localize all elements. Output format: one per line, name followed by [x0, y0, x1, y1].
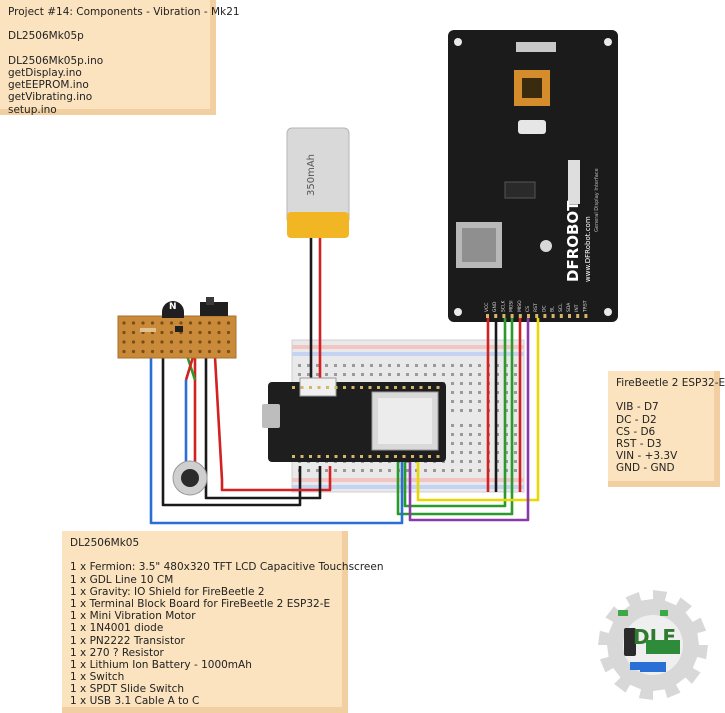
note-line: 1 x Lithium Ion Battery - 1000mAh [70, 658, 252, 671]
battery-capacity-label: 350mAh [306, 154, 317, 196]
stripboard [117, 315, 237, 359]
display-pin-label: SDA [566, 302, 572, 312]
display-pin-label: BL [550, 306, 556, 312]
motor-ground-wire [161, 346, 302, 507]
note-line: GND - GND [616, 462, 675, 475]
note-line: getEEPROM.ino [8, 79, 89, 92]
note-line: 1 x Switch [70, 671, 125, 684]
display-green-wire-1 [403, 318, 507, 508]
note-line: getDisplay.ino [8, 66, 82, 79]
vibration-motor [172, 460, 208, 496]
note-line: 1 x 270 ? Resistor [70, 646, 164, 659]
transistor: N [162, 301, 184, 318]
switch-wire-black [204, 322, 322, 500]
note-line: 1 x SPDT Slide Switch [70, 683, 185, 696]
switch-wire-red [211, 321, 332, 492]
display-pin-label: SCLK [500, 299, 506, 312]
display-brand-label: DFROBOT [564, 200, 582, 282]
display-pin-label: VCC [484, 303, 490, 312]
display-interface-label: General Display Interface [594, 168, 600, 232]
display-pin-label: RST [533, 303, 539, 312]
vibration-signal-wire [149, 346, 404, 525]
display-green-wire-2 [396, 318, 514, 516]
note-line: 1 x PN2222 Transistor [70, 634, 185, 647]
note-line: CS - D6 [616, 425, 656, 438]
note-line: 1 x GDL Line 10 CM [70, 573, 174, 586]
note-line: DL2506Mk05 [70, 537, 140, 549]
display-pin-label: TRST [582, 300, 588, 313]
note-line: DC - D2 [616, 413, 657, 426]
note-line: VIB - D7 [616, 401, 659, 414]
note-line: RST - D3 [616, 437, 662, 450]
display-pin-label: SCL [558, 303, 564, 312]
display-yellow-wire [416, 318, 540, 502]
tft-display-module: DFROBOT www.DFRobot.com General Display … [448, 30, 618, 322]
note-line: 1 x USB 3.1 Cable A to C [70, 695, 200, 708]
note-line: 1 x Terminal Block Board for FireBeetle … [70, 597, 331, 610]
dle-logo: DLE [598, 590, 708, 700]
display-purple-wire [408, 318, 530, 522]
note-line: DL2506Mk05p [8, 30, 84, 43]
display-pin-label: INT [574, 304, 580, 312]
lithium-battery: 350mAh [286, 127, 350, 238]
note-line: getVibrating.ino [8, 91, 93, 104]
note-line: 1 x 1N4001 diode [70, 622, 164, 635]
display-pin-label: GND [492, 301, 498, 312]
wires [149, 238, 540, 525]
note-line: setup.ino [8, 103, 57, 116]
display-pin-label: MISO [517, 300, 523, 312]
display-url-label: www.DFRobot.com [584, 216, 592, 282]
display-pin-label: DC [541, 305, 547, 312]
display-pin-label: MOSI [509, 300, 515, 312]
transistor-label: N [169, 302, 177, 312]
slide-switch[interactable] [200, 297, 228, 316]
firebeetle-esp32-board [262, 377, 446, 462]
note-line: 1 x Mini Vibration Motor [70, 610, 196, 623]
note-line: DL2506Mk05p.ino [8, 54, 104, 67]
note-line: 1 x Gravity: IO Shield for FireBeetle 2 [70, 585, 265, 598]
display-pin-label: CS [525, 306, 531, 312]
note-line: VIN - +3.3V [616, 450, 678, 463]
